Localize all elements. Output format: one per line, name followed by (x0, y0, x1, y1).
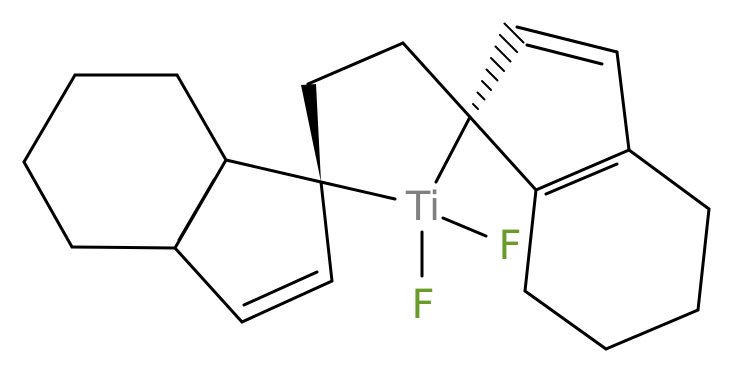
wedge-bond (301, 84, 321, 182)
atom-label-titanium: Ti (405, 184, 440, 230)
double-bond-inner-line (525, 43, 604, 66)
bond (306, 41, 405, 86)
bond (401, 41, 472, 119)
hash-line (499, 34, 518, 53)
ethylene-bridge (306, 41, 472, 119)
bond (22, 73, 77, 164)
bond (468, 115, 538, 192)
hash-line (481, 80, 492, 91)
bond (434, 115, 472, 184)
bond (523, 188, 538, 293)
bond (70, 245, 177, 250)
atom-label-fluorine: F (411, 282, 434, 328)
bond (22, 160, 74, 249)
right-cyclopentene-ring (468, 25, 631, 196)
bond (515, 25, 619, 54)
bond (224, 158, 323, 184)
bond (627, 148, 711, 211)
double-bond-inner-line (544, 162, 619, 196)
atom-label-fluorine: F (498, 223, 521, 269)
right-cyclohexane-ring (523, 148, 711, 351)
hashed-wedge-bond (467, 22, 525, 120)
bond (319, 180, 397, 201)
bond (240, 279, 334, 324)
bond (441, 216, 488, 238)
bond (696, 207, 711, 312)
bond (175, 73, 228, 162)
left-cyclohexane-ring (22, 73, 228, 250)
double-bond-inner-line (242, 270, 319, 307)
hash-line (494, 45, 512, 63)
titanium-bonds (319, 115, 488, 278)
double-bond-inner-line (177, 178, 216, 242)
bond (173, 246, 244, 324)
bond (523, 289, 608, 351)
bond (604, 308, 700, 351)
hash-line (476, 91, 486, 101)
left-cyclopentene-ring (173, 158, 334, 324)
hash-line (472, 103, 479, 110)
hash-line (503, 22, 525, 44)
hash-line (485, 68, 499, 82)
hash-line (490, 57, 505, 72)
bond (534, 148, 631, 192)
bond (615, 50, 631, 152)
bond (319, 180, 334, 283)
